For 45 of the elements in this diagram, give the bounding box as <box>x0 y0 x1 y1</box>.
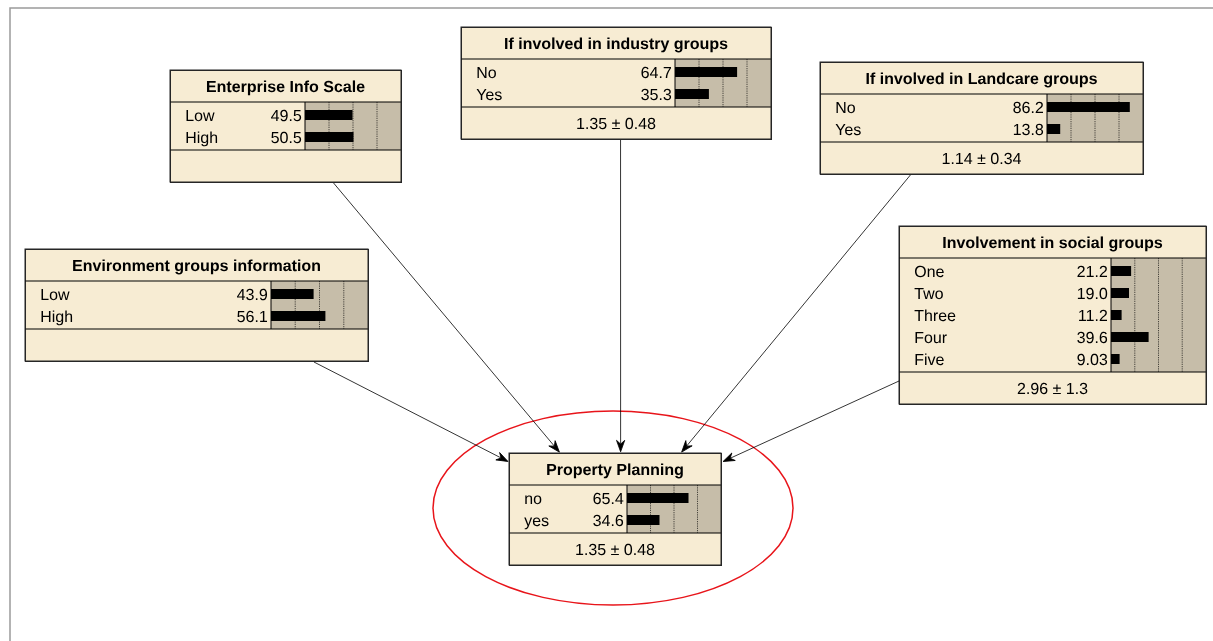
state-label: High <box>41 310 73 326</box>
arrow <box>616 139 626 453</box>
probability-value: 43.9 <box>237 288 268 301</box>
state-label: No <box>477 67 496 79</box>
probability-value: 56.1 <box>237 310 267 323</box>
mean-value: 2.96 ± 1.3 <box>1017 382 1088 395</box>
probability-value: 34.6 <box>593 514 624 527</box>
probability-value: 49.5 <box>271 109 302 122</box>
probability-value: 39.6 <box>1077 331 1108 344</box>
arrow <box>681 174 911 453</box>
node-title: If involved in industry groups <box>505 37 728 53</box>
node-title: If involved in Landcare groups <box>866 72 1097 88</box>
probability-value: 19.0 <box>1077 287 1108 300</box>
probability-value: 50.5 <box>271 131 302 144</box>
probability-value: 9.03 <box>1077 353 1108 366</box>
arrow <box>313 361 509 462</box>
arrow <box>722 380 900 462</box>
node-title: Environment groups information <box>73 259 320 275</box>
state-label: Three <box>914 309 956 322</box>
node-title: Involvement in social groups <box>943 236 1163 252</box>
probability-value: 65.4 <box>593 492 624 505</box>
state-label: Four <box>915 332 947 344</box>
node-title: Enterprise Info Scale <box>207 80 365 96</box>
arrow <box>333 182 560 453</box>
state-label: yes <box>524 517 549 530</box>
probability-value: 35.3 <box>641 88 672 101</box>
state-label: No <box>836 102 855 114</box>
state-label: One <box>914 265 944 278</box>
mean-value: 1.35 ± 0.48 <box>577 117 656 130</box>
state-label: Low <box>186 110 215 122</box>
probability-value: 86.2 <box>1013 101 1043 114</box>
state-label: Two <box>914 288 943 300</box>
node-title: Property Planning <box>547 463 683 479</box>
state-label: no <box>525 495 542 505</box>
probability-value: 64.7 <box>641 66 671 79</box>
probability-value: 13.8 <box>1013 123 1044 136</box>
state-label: High <box>186 131 218 147</box>
mean-value: 1.14 ± 0.34 <box>942 152 1021 165</box>
state-label: Yes <box>835 124 861 136</box>
probability-value: 11.2 <box>1079 309 1107 321</box>
state-label: Yes <box>476 89 502 101</box>
state-label: Low <box>41 289 70 301</box>
state-label: Five <box>915 353 944 366</box>
probability-value: 21.2 <box>1077 265 1107 277</box>
mean-value: 1.35 ± 0.48 <box>576 543 655 556</box>
